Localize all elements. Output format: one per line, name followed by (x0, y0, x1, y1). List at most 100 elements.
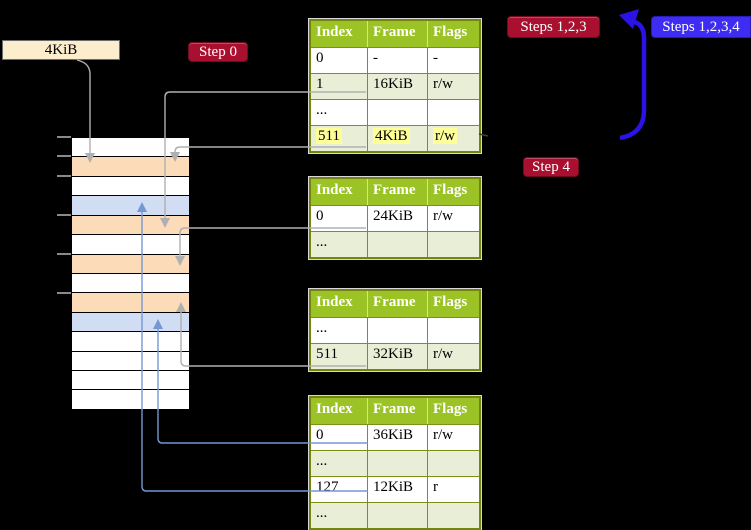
table-cell: 4KiB (367, 126, 427, 151)
table-cell: ... (311, 100, 367, 125)
cell-text: 36KiB (373, 427, 414, 443)
cell-text: r/w (433, 76, 453, 92)
table-header-cell: Frame (367, 398, 427, 424)
table-cell: 0 (311, 425, 367, 450)
table-cell (367, 503, 427, 528)
cell-text: 127 (316, 479, 339, 495)
cell-text: 16KiB (373, 76, 414, 92)
memory-frame-row (72, 371, 189, 391)
memory-tick (57, 214, 71, 216)
cell-text: ... (316, 505, 328, 521)
table-cell: ... (311, 232, 367, 257)
cell-text: - (433, 50, 438, 66)
table-cell: r/w (427, 206, 479, 231)
table-header-cell: Index (316, 182, 353, 198)
frame-size-label: 4KiB (2, 40, 120, 60)
table-cell: ... (311, 503, 367, 528)
table-cell: - (367, 48, 427, 73)
table-row: 0 36KiB r/w (311, 424, 479, 450)
memory-frame-row (72, 273, 189, 294)
cell-text: - (373, 50, 378, 66)
table-cell (367, 318, 427, 343)
cell-text: ... (316, 320, 328, 336)
memory-frame-row (72, 196, 189, 216)
table-header-cell: Flags (427, 398, 479, 424)
table-cell: 0 (311, 48, 367, 73)
table-cell: - (427, 48, 479, 73)
memory-tick (57, 155, 71, 157)
cell-text: ... (316, 102, 328, 118)
memory-frame-row (72, 235, 189, 255)
cell-text: r/w (433, 208, 453, 224)
cell-text: 511 (316, 346, 338, 362)
table-cell (427, 100, 479, 125)
table-row: ... (311, 317, 479, 343)
table-cell: 32KiB (367, 344, 427, 369)
table-row: 511 32KiB r/w (311, 343, 479, 369)
memory-tick (57, 136, 71, 138)
memory-frame-row (72, 293, 189, 313)
table-cell (367, 232, 427, 257)
table-row: ... (311, 502, 479, 528)
cell-text: r (433, 479, 438, 495)
table-cell: r/w (427, 126, 479, 151)
highlighted-cell-text: r/w (433, 128, 457, 144)
table-cell: ... (311, 451, 367, 476)
table-row: 511 4KiB r/w (311, 125, 479, 151)
table-cell: 127 (311, 477, 367, 502)
table-row: ... (311, 450, 479, 476)
table-cell (427, 318, 479, 343)
cell-text: 0 (316, 427, 324, 443)
table-cell: 16KiB (367, 74, 427, 99)
table-header-cell: Index (316, 401, 353, 417)
table-cell (367, 451, 427, 476)
cell-text: 0 (316, 50, 324, 66)
table-header-cell: Flags (427, 291, 479, 317)
step0-badge: Step 0 (188, 42, 248, 62)
steps123-badge: Steps 1,2,3 (507, 16, 600, 38)
memory-tick (57, 292, 71, 294)
memory-frame-row (72, 312, 189, 333)
table-cell: r (427, 477, 479, 502)
memory-frame-row (72, 390, 189, 409)
cell-text: ... (316, 453, 328, 469)
table-row: 0 - - (311, 47, 479, 73)
cell-text: 32KiB (373, 346, 414, 362)
table-cell: 511 (311, 126, 367, 151)
table-cell: r/w (427, 344, 479, 369)
cell-text: ... (316, 234, 328, 250)
table-cell (367, 100, 427, 125)
table-row: ... (311, 231, 479, 257)
table-row: 1 16KiB r/w (311, 73, 479, 99)
memory-frame-row (72, 351, 189, 372)
table-header-cell: Flags (427, 21, 479, 47)
recursive-loop-arrowhead (619, 9, 639, 29)
memory-frame-row (72, 254, 189, 274)
table-header-cell: Index (316, 294, 353, 310)
table-cell: 511 (311, 344, 367, 369)
table-header-cell: Frame (367, 21, 427, 47)
table-header-cell: Flags (427, 179, 479, 205)
table-cell: 12KiB (367, 477, 427, 502)
memory-tick (57, 253, 71, 255)
highlighted-cell-text: 4KiB (373, 128, 410, 144)
cell-text: 0 (316, 208, 324, 224)
memory-frame-row (72, 332, 189, 352)
table-cell: r/w (427, 425, 479, 450)
table-cell (427, 451, 479, 476)
table-cell: 36KiB (367, 425, 427, 450)
table-row: ... (311, 99, 479, 125)
table-cell (427, 503, 479, 528)
cell-text: 1 (316, 76, 324, 92)
table-cell: 1 (311, 74, 367, 99)
memory-tick (57, 175, 71, 177)
table-header-cell: Frame (367, 179, 427, 205)
